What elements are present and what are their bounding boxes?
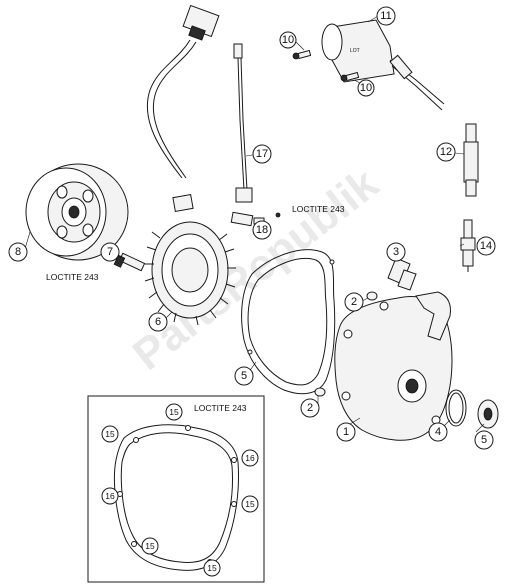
bracket-3 bbox=[387, 257, 417, 291]
callout-3: 3 bbox=[386, 242, 406, 262]
screw-8 bbox=[113, 252, 146, 272]
svg-text:15: 15 bbox=[105, 429, 115, 439]
svg-text:15: 15 bbox=[145, 541, 155, 551]
ignition-coil: LOT bbox=[321, 19, 445, 111]
svg-text:5: 5 bbox=[481, 434, 487, 446]
svg-text:2: 2 bbox=[351, 296, 357, 308]
callout-4: 4 bbox=[428, 422, 448, 442]
svg-text:2: 2 bbox=[307, 402, 313, 414]
cover-gasket bbox=[241, 249, 336, 395]
svg-text:10: 10 bbox=[360, 82, 372, 94]
callout-10-bottom: 10 bbox=[357, 79, 375, 97]
callout-7: 6 bbox=[148, 312, 168, 332]
loctite-label-inset: LOCTITE 243 bbox=[194, 403, 247, 413]
o-ring bbox=[445, 389, 467, 427]
svg-text:8: 8 bbox=[15, 246, 21, 258]
svg-text:14: 14 bbox=[480, 240, 492, 252]
callout-2-lower: 2 bbox=[300, 398, 320, 418]
callout-16-inset-right: 16 bbox=[241, 449, 259, 467]
sensor-cable bbox=[230, 43, 254, 227]
svg-text:7: 7 bbox=[107, 246, 113, 258]
callout-18: 18 bbox=[252, 220, 272, 240]
svg-text:LOT: LOT bbox=[350, 48, 360, 54]
callout-10-top: 10 bbox=[279, 31, 297, 49]
callout-15-inset-bottom: 15 bbox=[203, 559, 221, 577]
callout-16-inset-left: 16 bbox=[101, 487, 119, 505]
svg-text:15: 15 bbox=[245, 499, 255, 509]
stator bbox=[144, 4, 236, 326]
callout-1: 1 bbox=[336, 422, 356, 442]
svg-text:18: 18 bbox=[256, 224, 268, 236]
plug-cap bbox=[477, 399, 499, 429]
ignition-cover bbox=[334, 291, 453, 441]
svg-text:10: 10 bbox=[282, 34, 294, 46]
bolts-10 bbox=[292, 49, 360, 82]
callout-12: 12 bbox=[436, 142, 456, 162]
svg-text:15: 15 bbox=[169, 407, 179, 417]
svg-text:16: 16 bbox=[105, 491, 115, 501]
dowel-pins bbox=[314, 291, 378, 397]
svg-text:4: 4 bbox=[435, 426, 441, 438]
callout-8: 7 bbox=[100, 242, 120, 262]
callout-5: 5 bbox=[474, 430, 494, 450]
loctite-label-upper: LOCTITE 243 bbox=[292, 204, 345, 214]
spark-plug-connector bbox=[463, 123, 479, 197]
spark-plug bbox=[460, 219, 476, 272]
svg-text:3: 3 bbox=[393, 246, 399, 258]
svg-text:1: 1 bbox=[343, 426, 349, 438]
callout-9: 8 bbox=[8, 242, 28, 262]
svg-text:12: 12 bbox=[440, 146, 452, 158]
callout-17: 17 bbox=[252, 144, 272, 164]
callout-6: 5 bbox=[234, 366, 254, 386]
callout-11: 11 bbox=[376, 6, 396, 26]
flywheel-rotor bbox=[25, 163, 129, 261]
svg-text:15: 15 bbox=[207, 563, 217, 573]
svg-text:6: 6 bbox=[155, 316, 161, 328]
callout-15-inset-bottom-left: 15 bbox=[141, 537, 159, 555]
svg-text:5: 5 bbox=[241, 370, 247, 382]
callout-15-inset-right: 15 bbox=[241, 495, 259, 513]
callout-15-inset-left: 15 bbox=[101, 425, 119, 443]
callout-15-inset-top: 15 bbox=[165, 403, 183, 421]
svg-text:16: 16 bbox=[245, 453, 255, 463]
svg-text:11: 11 bbox=[380, 10, 391, 22]
callout-14: 14 bbox=[476, 236, 496, 256]
loctite-label-left: LOCTITE 243 bbox=[46, 272, 99, 282]
svg-text:17: 17 bbox=[256, 148, 268, 160]
callout-2-upper: 2 bbox=[344, 292, 364, 312]
